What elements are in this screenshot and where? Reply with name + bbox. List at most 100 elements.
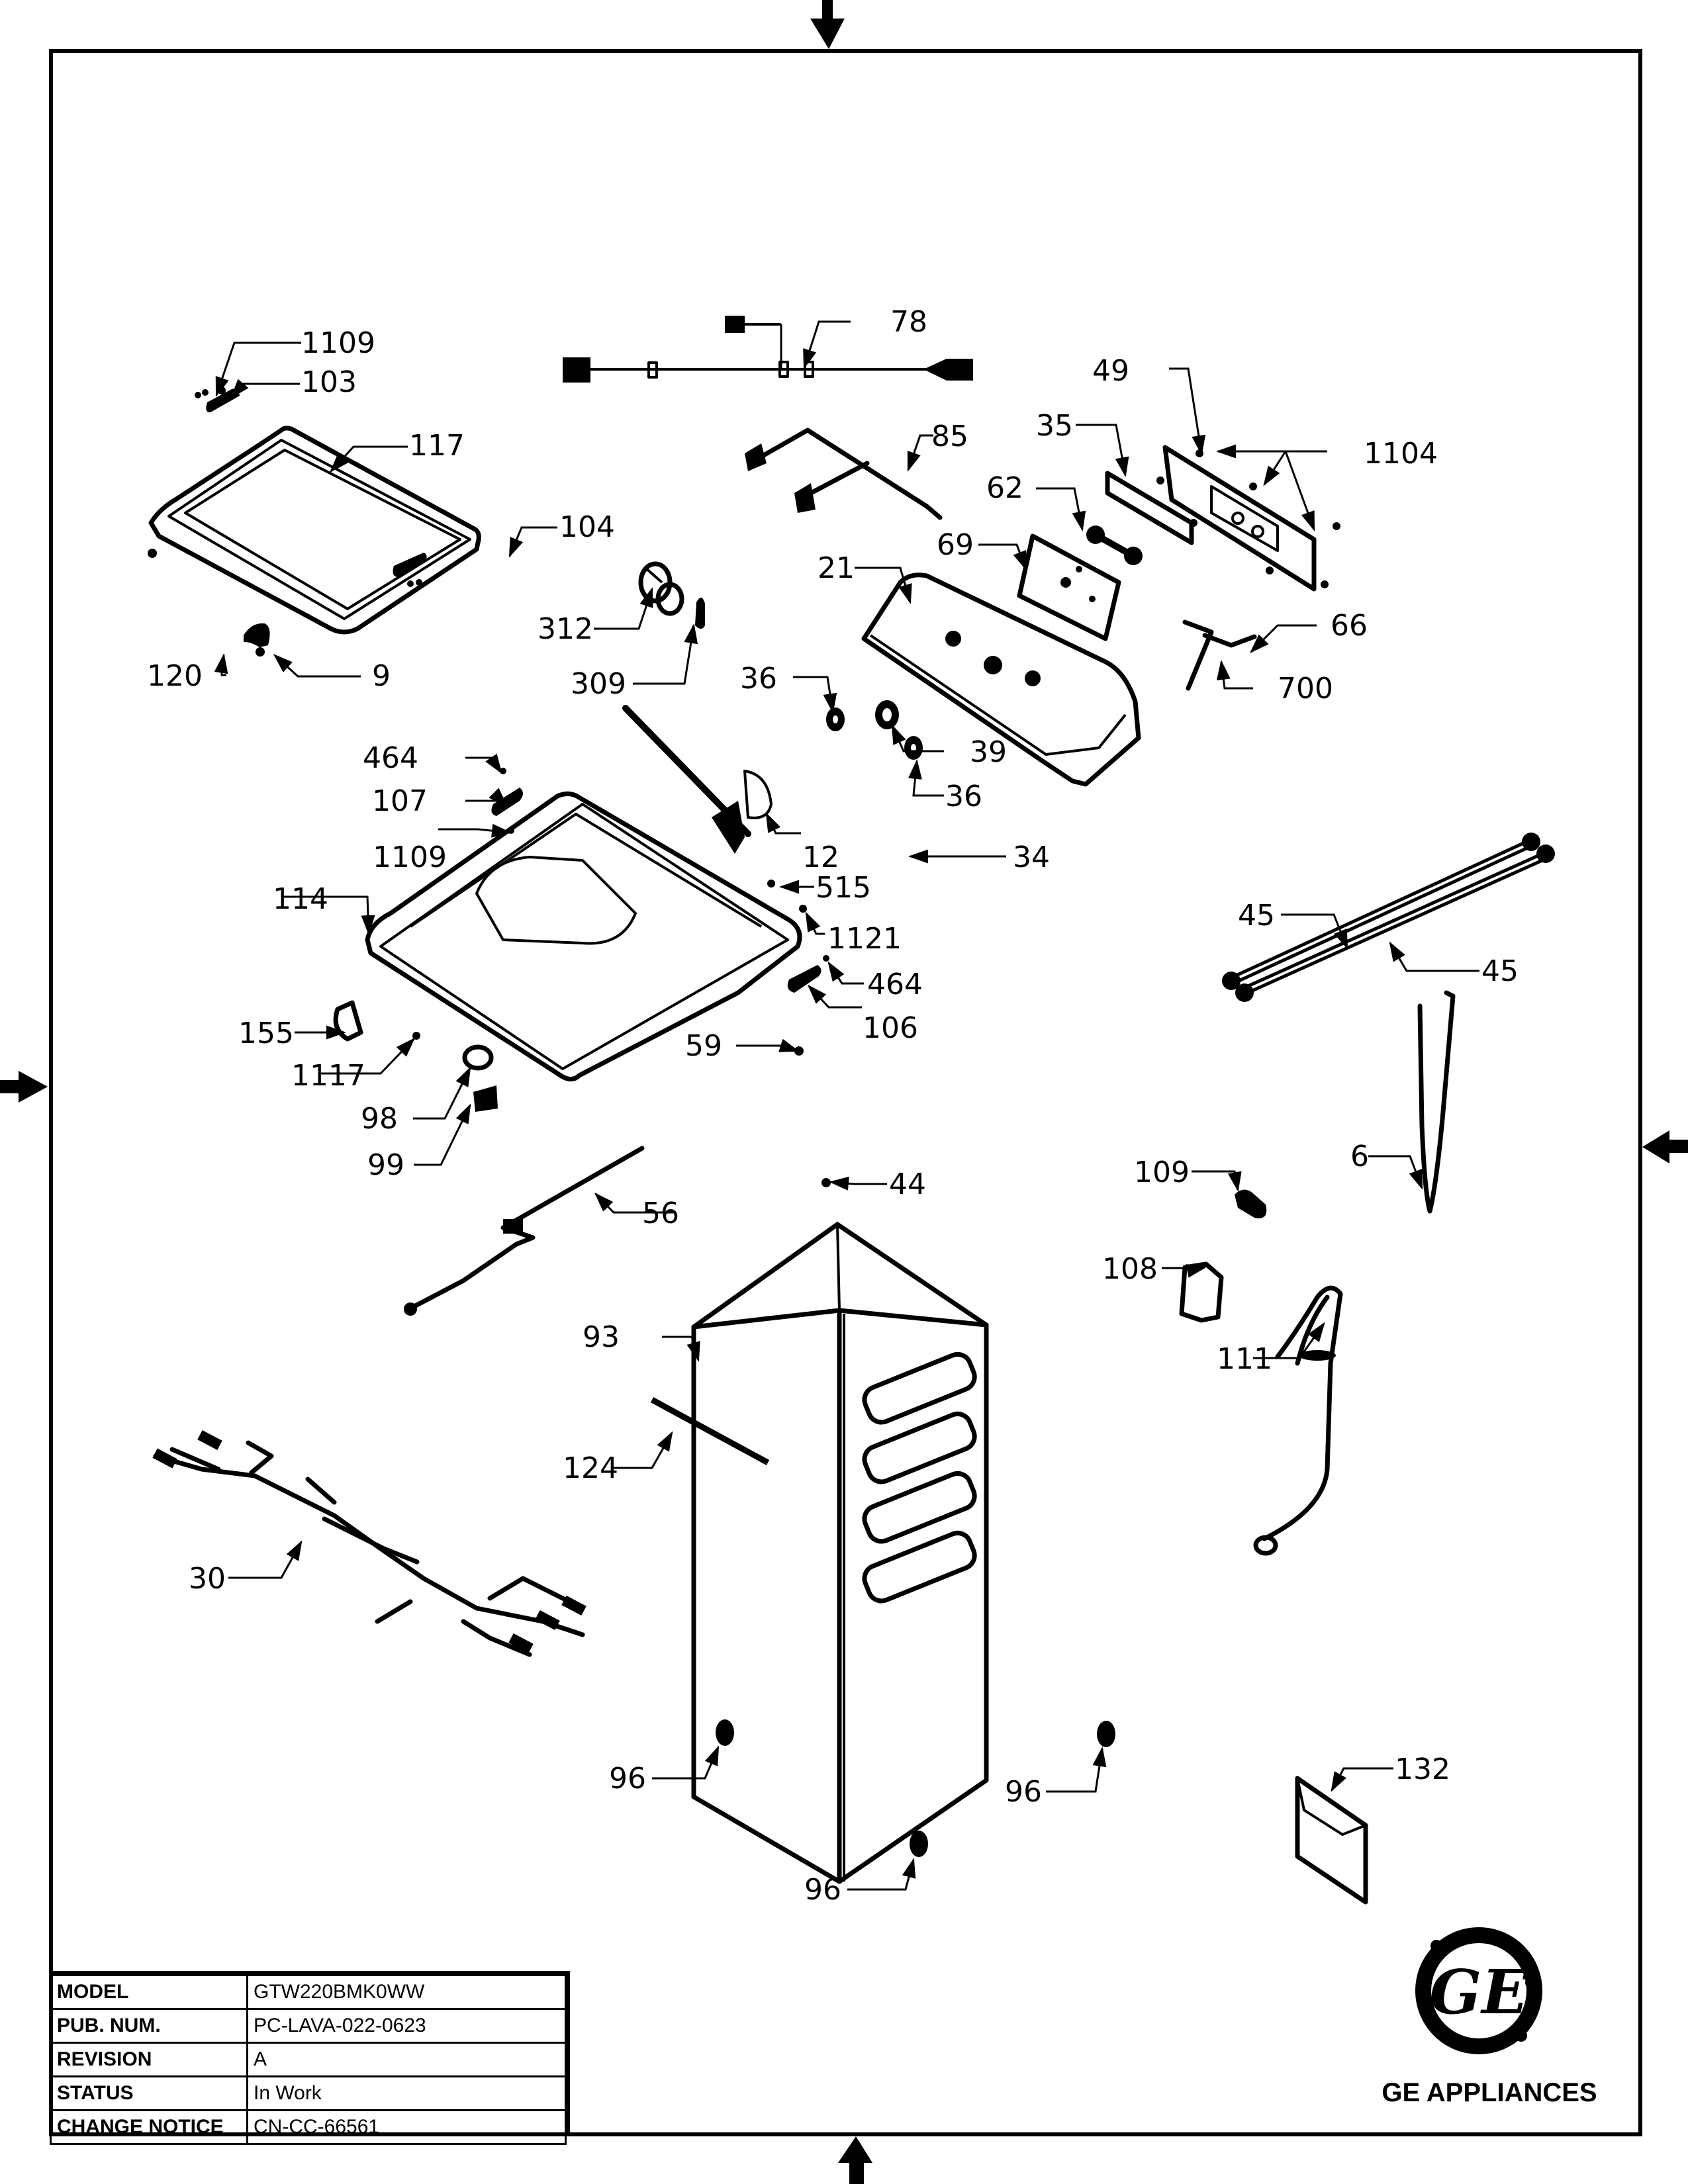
title-value: GTW220BMK0WW [246, 1974, 567, 2010]
centering-arrow-left [0, 1071, 48, 1103]
callout-117: 117 [409, 429, 465, 463]
part-knob-36-lower [904, 736, 923, 760]
svg-text:GE: GE [1430, 1956, 1530, 2028]
part-leveling-leg-96-left [716, 1719, 734, 1746]
part-dispenser-12 [712, 770, 773, 854]
part-hinge-104 [393, 553, 427, 587]
callout-45-upper: 45 [1238, 899, 1275, 933]
callout-66: 66 [1331, 609, 1368, 643]
callout-93: 93 [583, 1320, 620, 1354]
callout-464-upper: 464 [363, 741, 418, 775]
centering-arrow-bottom [838, 2136, 872, 2184]
part-bumper-155 [333, 1000, 363, 1042]
title-row-pub-num: PUB. NUM. PC-LAVA-022-0623 [50, 2008, 567, 2044]
part-trim-strip-124 [650, 1397, 770, 1465]
part-cabinet-93 [691, 1222, 989, 1884]
part-screw-9 [256, 647, 265, 657]
callout-120: 120 [147, 659, 203, 693]
callout-124: 124 [563, 1451, 618, 1485]
callout-49: 49 [1092, 354, 1129, 388]
part-bracket-99 [473, 1085, 498, 1112]
part-screw-515 [767, 880, 775, 887]
part-wire-harness-66-700 [1182, 619, 1257, 691]
part-wire-harness-85 [745, 428, 943, 520]
sheet-border [49, 49, 1642, 2136]
callout-309: 309 [571, 667, 626, 701]
callout-104: 104 [559, 510, 615, 544]
title-row-change-notice: CHANGE NOTICE CN-CC-66561 [50, 2109, 567, 2145]
part-drain-hose-111 [1253, 1285, 1343, 1556]
callout-515: 515 [816, 871, 871, 905]
part-inlet-hoses-45 [1222, 833, 1555, 1002]
callout-45-lower: 45 [1481, 954, 1519, 988]
callout-96-front: 96 [804, 1873, 841, 1907]
centering-arrow-top [810, 0, 845, 49]
callout-312: 312 [538, 612, 593, 646]
title-row-revision: REVISION A [50, 2042, 567, 2077]
callout-1109: 1109 [301, 326, 375, 360]
part-bracket-108 [1179, 1261, 1224, 1323]
callout-34: 34 [1013, 841, 1050, 874]
callout-106: 106 [863, 1011, 918, 1045]
part-screw-464-lower [823, 955, 829, 962]
callout-111: 111 [1217, 1342, 1272, 1376]
callout-108: 108 [1102, 1252, 1158, 1286]
callout-85: 85 [931, 420, 968, 453]
title-key: REVISION [50, 2042, 248, 2077]
title-key: STATUS [50, 2075, 248, 2111]
callout-30: 30 [189, 1562, 226, 1596]
part-hinge-103 [206, 387, 240, 413]
callout-1121: 1121 [827, 922, 902, 956]
part-screws-1104 [1156, 449, 1340, 588]
centering-arrow-right [1642, 1130, 1688, 1163]
part-console-backsplash-49 [1162, 445, 1317, 592]
callout-464-lower: 464 [867, 968, 923, 1001]
part-cap-98 [462, 1044, 494, 1071]
callout-155: 155 [238, 1017, 294, 1050]
ge-monogram-logo: GE [1415, 1927, 1542, 2054]
callout-98: 98 [361, 1102, 398, 1136]
callout-99: 99 [367, 1148, 404, 1182]
brand-name: GE APPLIANCES [1382, 2078, 1597, 2107]
callout-114: 114 [273, 882, 328, 916]
part-control-board-69 [1017, 533, 1121, 641]
callout-1104: 1104 [1364, 437, 1438, 471]
callout-39: 39 [970, 735, 1007, 769]
callout-9: 9 [372, 659, 391, 693]
title-value: In Work [246, 2075, 567, 2111]
callout-labels: 1109 103 117 104 120 9 312 309 78 85 49 … [147, 305, 1519, 1907]
title-row-model: MODEL GTW220BMK0WW [50, 1974, 567, 2010]
callout-62: 62 [986, 471, 1023, 505]
callout-44: 44 [889, 1167, 926, 1201]
part-main-harness-30 [152, 1430, 586, 1657]
part-leveling-leg-96-front [910, 1831, 928, 1857]
part-lid-lock-312 [638, 561, 684, 616]
title-key: CHANGE NOTICE [50, 2109, 248, 2145]
callout-700: 700 [1278, 672, 1333, 705]
callout-132: 132 [1395, 1752, 1450, 1786]
part-encoder-62 [1086, 525, 1143, 565]
part-leveling-leg-96-right [1097, 1721, 1115, 1747]
part-window-35 [1105, 471, 1194, 545]
part-bumper-120 [244, 623, 270, 647]
title-value: CN-CC-66561 [246, 2109, 567, 2145]
part-switch-106 [787, 965, 821, 993]
part-screw-left [148, 549, 157, 558]
brand-block: GE APPLIANCES [1364, 2078, 1615, 2108]
callout-6: 6 [1350, 1140, 1369, 1173]
callout-103: 103 [301, 365, 357, 399]
callout-12: 12 [802, 841, 839, 874]
part-control-panel-21 [861, 572, 1141, 787]
part-switch-309 [695, 597, 705, 629]
title-value: PC-LAVA-022-0623 [246, 2008, 567, 2044]
part-lid-117 [148, 426, 481, 635]
callout-59: 59 [685, 1029, 722, 1063]
title-block: MODEL GTW220BMK0WW PUB. NUM. PC-LAVA-022… [50, 1971, 570, 2145]
part-power-cord-78 [563, 316, 973, 383]
part-literature-pack-132 [1295, 1776, 1368, 1905]
callout-56: 56 [642, 1197, 679, 1230]
part-screw-44 [821, 1178, 831, 1187]
callout-96-left: 96 [609, 1762, 646, 1796]
callout-96-right: 96 [1005, 1775, 1042, 1809]
